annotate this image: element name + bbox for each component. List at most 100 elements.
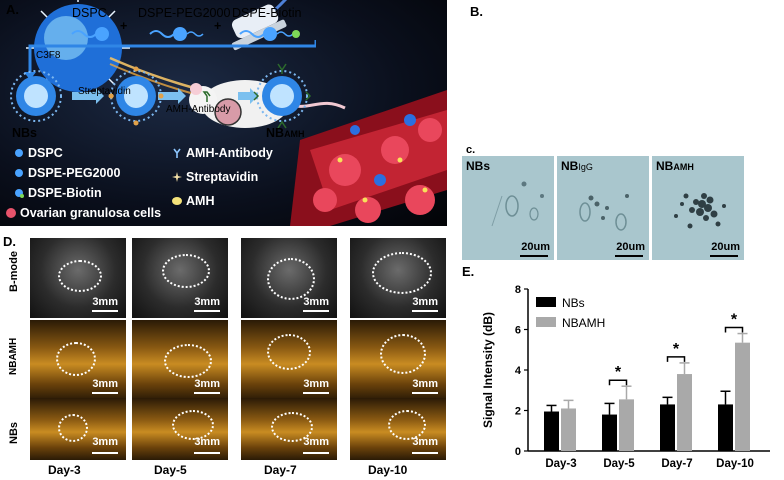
us-bmode-day10: 3mm xyxy=(350,238,446,318)
significance-bracket xyxy=(608,379,628,386)
peg-lipid-icon xyxy=(15,169,23,177)
antibody-icon xyxy=(173,148,181,158)
micrograph-nbamh: NBAMH 20um xyxy=(652,156,744,260)
us-nbamh-day3: 3mm xyxy=(30,320,126,400)
bar-nbs-day-3 xyxy=(544,411,559,451)
significance-bracket xyxy=(666,356,686,362)
nbs-bubble-icon xyxy=(10,70,62,122)
legend-swatch-nbamh xyxy=(536,317,556,327)
biotin-label: DSPE-Biotin xyxy=(232,6,302,20)
streptavidin-icon xyxy=(110,93,114,99)
panel-b-label: B. xyxy=(470,4,483,19)
scale-label: 20um xyxy=(711,241,740,253)
bar-nbamh-day-5 xyxy=(619,399,634,451)
us-nbamh-day10: 3mm xyxy=(350,320,446,400)
streptavidin-step-label: Streptavidin xyxy=(78,86,131,97)
bar-nbamh-day-10 xyxy=(735,342,750,451)
micrograph-title: NBAMH xyxy=(656,159,694,173)
panel-d-label: D. xyxy=(3,234,16,249)
row-label-nbs: NBs xyxy=(8,421,20,444)
significance-star: * xyxy=(673,341,680,358)
biotin-lipid-icon xyxy=(239,27,300,41)
panel-a-illustration xyxy=(26,0,447,226)
x-tick-label: Day-3 xyxy=(545,458,576,470)
row-label-bmode: B-mode xyxy=(8,251,20,292)
significance-bracket xyxy=(724,326,744,333)
amh-antibody-step-label: AMH-Antibody xyxy=(166,104,231,115)
x-tick-label: Day-10 xyxy=(716,458,754,470)
us-nbs-day10: 3mm xyxy=(350,398,446,460)
legend-amh: AMH xyxy=(172,194,214,208)
y-tick-label: 6 xyxy=(515,325,521,337)
row-label-nbamh: NBAMH xyxy=(8,337,19,375)
panel-e-label: E. xyxy=(462,264,475,279)
us-nbamh-day5: 3mm xyxy=(132,320,228,400)
panel-c-label: c. xyxy=(466,144,476,156)
granulosa-cell-icon xyxy=(6,208,16,218)
nbamh-bubble-icon xyxy=(253,63,312,129)
scale-bar xyxy=(520,255,548,257)
bar-nbamh-day-3 xyxy=(561,408,576,451)
us-nbamh-day7: 3mm xyxy=(241,320,337,400)
bar-nbs-day-5 xyxy=(602,414,617,451)
y-tick-label: 4 xyxy=(515,365,522,377)
scale-label: 20um xyxy=(521,241,550,253)
scale-bar xyxy=(710,255,738,257)
micrograph-title: NBIgG xyxy=(561,159,593,173)
y-tick-label: 8 xyxy=(515,284,521,296)
day-label-10: Day-10 xyxy=(368,463,408,477)
legend-streptavidin: Streptavidin xyxy=(172,170,258,184)
amh-dot-icon xyxy=(172,197,182,205)
micrograph-nbs: NBs 20um xyxy=(462,156,554,260)
plus-sign-2: + xyxy=(214,19,222,33)
us-nbs-day7: 3mm xyxy=(241,398,337,460)
panel-b-synthesis: DSPC DSPE-PEG2000 DSPE-Biotin xyxy=(0,6,316,366)
micrograph-title: NBs xyxy=(466,159,491,173)
legend-dspc: DSPC xyxy=(14,146,63,160)
significance-star: * xyxy=(731,312,738,329)
biotin-lipid-icon xyxy=(15,189,24,198)
dspc-lipid-icon xyxy=(15,149,23,157)
day-label-3: Day-3 xyxy=(48,463,81,477)
y-tick-label: 0 xyxy=(515,446,521,458)
us-bmode-day5: 3mm xyxy=(132,238,228,318)
antibody-icon xyxy=(202,91,211,102)
c3f8-label: C3F8 xyxy=(36,50,61,61)
scale-label: 20um xyxy=(616,241,645,253)
dspc-lipid-icon xyxy=(71,27,109,41)
legend-label-nbs: NBs xyxy=(562,296,585,310)
scale-bar xyxy=(615,255,643,257)
blood-vessel-icon xyxy=(290,90,447,226)
us-bmode-day7: 3mm xyxy=(241,238,337,318)
ultrasound-probe-icon xyxy=(231,0,323,51)
assembly-arrow xyxy=(28,40,316,76)
x-tick-label: Day-7 xyxy=(661,458,692,470)
peg-label: DSPE-PEG2000 xyxy=(138,6,231,20)
dspc-label: DSPC xyxy=(72,6,107,20)
streptavidin-icon xyxy=(172,172,182,182)
panel-b-diagram xyxy=(10,27,316,129)
legend-biotin: DSPE-Biotin xyxy=(14,186,102,200)
panel-a-label: A. xyxy=(6,2,19,17)
day-label-7: Day-7 xyxy=(264,463,297,477)
y-axis-label: Signal Intensity (dB) xyxy=(481,312,495,428)
nbamh-label: NBAMH xyxy=(266,126,305,140)
x-tick-label: Day-5 xyxy=(603,458,635,470)
us-nbs-day5: 3mm xyxy=(132,398,228,460)
bar-nbs-day-7 xyxy=(660,404,675,451)
nanobubble-highlight xyxy=(44,16,88,60)
significance-star: * xyxy=(615,364,622,381)
legend-antibody: AMH-Antibody xyxy=(172,146,273,160)
step-arrow xyxy=(238,88,258,104)
micrograph-nbigg: NBIgG 20um xyxy=(557,156,649,260)
bar-nbs-day-10 xyxy=(718,404,733,451)
us-nbs-day3: 3mm xyxy=(30,398,126,460)
step-arrow xyxy=(158,88,186,104)
step-arrow xyxy=(72,88,104,104)
biotin-bubble-icon xyxy=(108,66,164,126)
nbs-label: NBs xyxy=(12,126,38,140)
legend-label-nbamh: NBAMH xyxy=(562,316,605,330)
plus-sign-1: + xyxy=(120,19,128,33)
panel-a-schematic: DSPC DSPE-PEG2000 DSPE-Biotin Ovarian gr… xyxy=(0,0,447,226)
